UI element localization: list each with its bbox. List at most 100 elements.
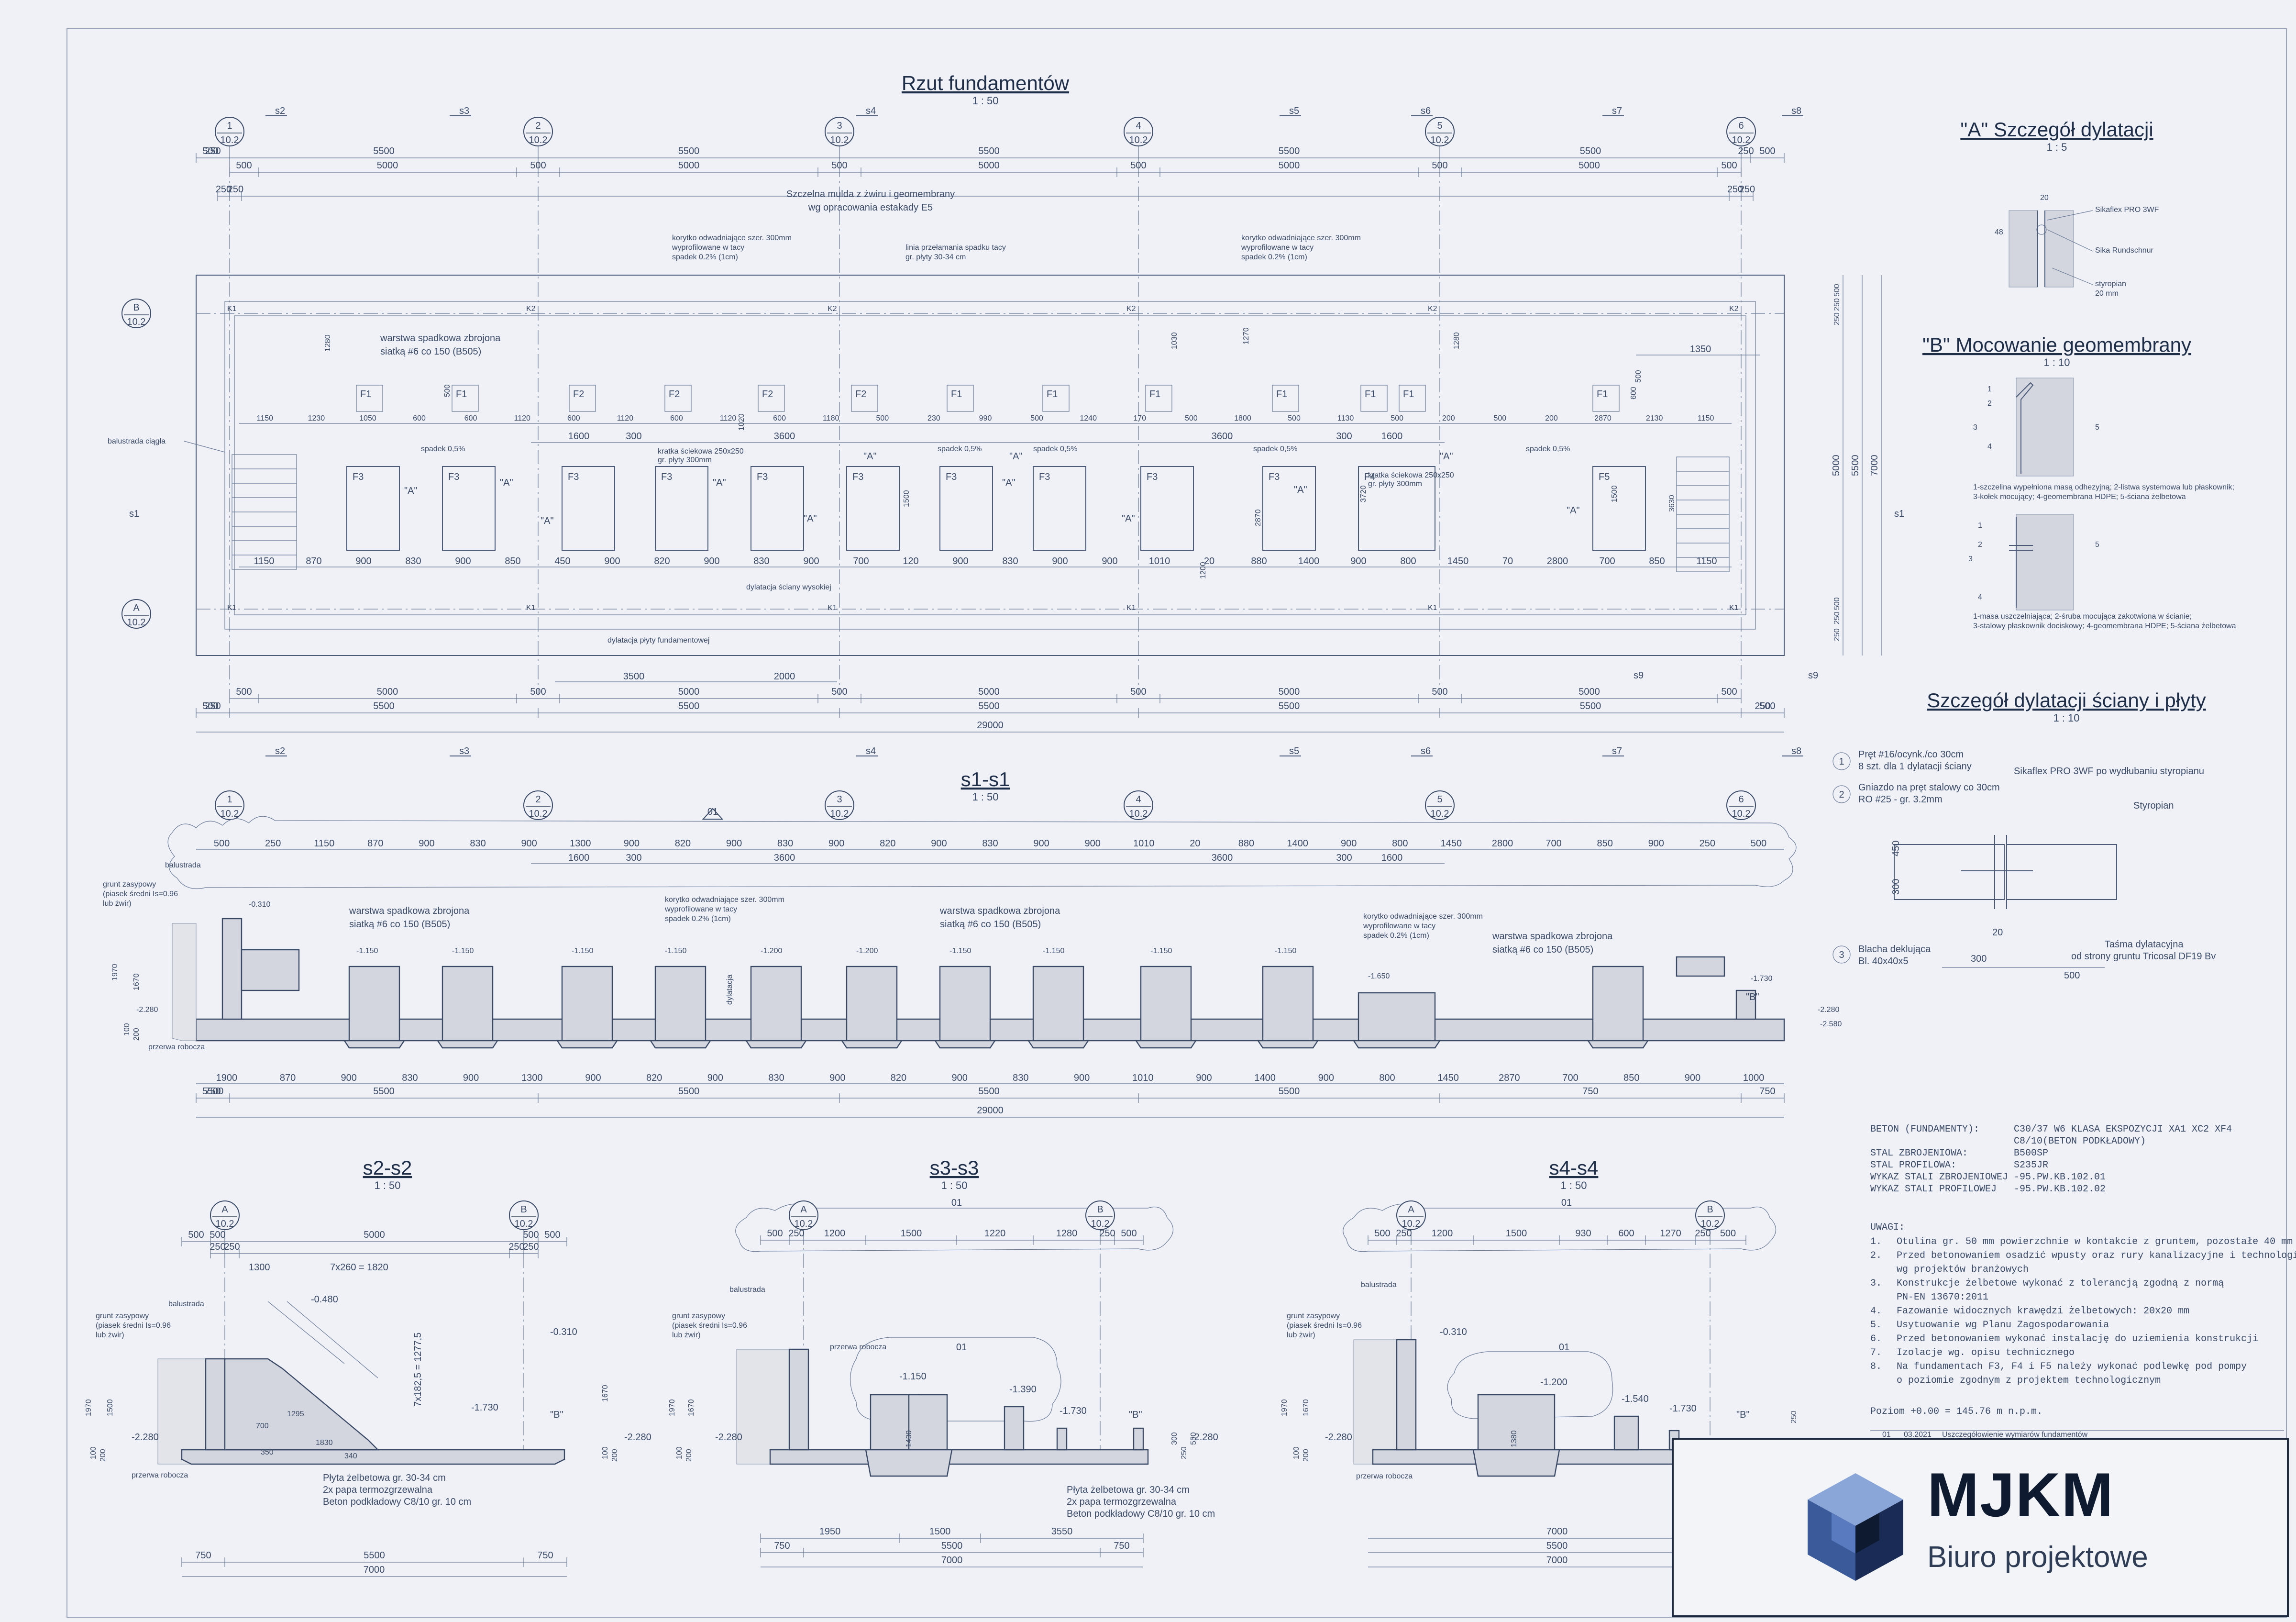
s1-dim-bottom2-label: 5500	[678, 1086, 700, 1097]
plan-section-mark-top-s4: s4	[866, 106, 876, 116]
spec-note-text: Na fundamentach F3, F4 i F5 należy wykon…	[1897, 1361, 2247, 1372]
plan-pad-f3	[1033, 466, 1086, 551]
plan-dim-top2-label: 500	[1721, 160, 1737, 171]
s4-level-mark: -0.310	[1440, 1327, 1467, 1337]
plan-dim-top2-label: 5000	[377, 160, 398, 171]
plan-dim-top3-label: 250	[1727, 184, 1743, 195]
s1-left-dim: 200	[132, 1028, 141, 1041]
s2-dim-bottom-label: 750	[195, 1550, 211, 1561]
s1-right-step	[1676, 956, 1725, 977]
plan-grid-bubble-2: 210.2	[523, 117, 553, 146]
detailB-num-4b: 4	[1978, 593, 1982, 601]
plan-right-dim-small: 500	[1833, 597, 1841, 610]
s2-dim-1300: 1300	[249, 1262, 270, 1273]
detailC-num-3: 3	[1839, 950, 1844, 960]
s2-level-mark: -2.280	[624, 1432, 651, 1443]
s1-grid-bubble-2: 210.2	[523, 790, 553, 820]
s1-dim-top: 900	[828, 838, 844, 849]
s1-dim-top: 900	[419, 838, 434, 849]
s1-dim-bottom2-first: 750	[205, 1086, 221, 1097]
plan-scale: 1 : 50	[972, 95, 998, 107]
plan-spadek-3: spadek 0,5%	[1033, 445, 1078, 453]
s1-grid-bubble-4-num: 4	[1136, 794, 1141, 805]
s2-left-dim: 200	[611, 1449, 619, 1462]
s2-left-wall	[205, 1358, 226, 1451]
s1-grid-bubble-1: 110.2	[215, 790, 244, 820]
s2-small-dim: 340	[344, 1452, 357, 1460]
plan-inner-dim2: 900	[1350, 556, 1366, 567]
detailC-dim-300: 300	[1891, 879, 1901, 895]
s3-dim-bottom2-label: 5500	[941, 1541, 963, 1551]
spec-note-text: o poziomie zgodnym z projektem technolog…	[1897, 1375, 2161, 1386]
s1-left-dim: 100	[123, 1023, 131, 1036]
plan-detail-A-marker: "A"	[541, 516, 554, 526]
plan-right-dim-5000: 5000	[1831, 455, 1842, 477]
s2-B: "B"	[550, 1410, 563, 1420]
s1-dim-top2: 3600	[1212, 853, 1233, 863]
plan-grid-bubble-A-ref: 10.2	[127, 617, 146, 628]
plan-pad-f3	[751, 466, 804, 551]
company-name: MJKM	[1927, 1460, 2114, 1530]
plan-pad-label: F3	[661, 472, 672, 482]
plan-pad-small-label: F1	[1403, 389, 1414, 400]
s1-level-mark: -1.150	[572, 947, 593, 955]
s3-dim-top-label: 1200	[824, 1228, 846, 1239]
plan-right-dim-7000: 7000	[1869, 455, 1880, 477]
s3-grunt-3: lub żwir)	[672, 1331, 701, 1339]
s2-stairs-dim: 7x260 = 1820	[330, 1262, 388, 1273]
s1-dim-top: 800	[1392, 838, 1408, 849]
s3-dim-top-label: 500	[767, 1228, 783, 1239]
detailC-right-4: od strony gruntu Tricosal DF19 Bv	[2071, 951, 2216, 962]
s3-tag-2: 01	[956, 1342, 967, 1353]
s1-grid-bubble-1-num: 1	[227, 794, 232, 805]
plan-spadek-5: spadek 0,5%	[1526, 445, 1570, 453]
plan-pad-label: F3	[448, 472, 459, 482]
plan-pad-small-f1	[1145, 385, 1172, 412]
plan-pad-f3	[442, 466, 496, 551]
plan-pad-small-label: F2	[573, 389, 584, 400]
s1-dim-bottom: 1400	[1254, 1073, 1276, 1083]
plan-dim-bot1-label: 5000	[1578, 687, 1600, 697]
s1-dim-bottom: 900	[1685, 1073, 1700, 1083]
plan-column-label: K2	[1428, 305, 1437, 313]
s4-B: "B"	[1736, 1410, 1750, 1420]
plan-pad-small-label: F1	[1149, 389, 1160, 400]
s2-dim-top2-label: 250	[523, 1242, 539, 1252]
s1-dim-top: 700	[1545, 838, 1561, 849]
plan-detail-A-marker: "A"	[804, 513, 817, 524]
s2-small-dim: 700	[256, 1422, 269, 1430]
plan-inner-dim1: 600	[670, 414, 683, 422]
s1-dim-top: 20	[1190, 838, 1200, 849]
plan-slab-outline	[196, 275, 1785, 656]
s1-dim-bottom: 1010	[1132, 1073, 1154, 1083]
detailC-dim-500: 500	[2064, 970, 2080, 981]
s2-base-slab	[181, 1449, 565, 1465]
s1-scale: 1 : 50	[972, 791, 998, 803]
plan-vertical-dim: 3720	[1359, 485, 1368, 502]
detailC-item2-2: RO #25 - gr. 3.2mm	[1858, 794, 1943, 805]
plan-korytko2-3: spadek 0.2% (1cm)	[1241, 253, 1307, 261]
s1-dim-bottom: 850	[1623, 1073, 1639, 1083]
plan-inner-dim1: 600	[413, 414, 426, 422]
plan-dim-top2-label: 5000	[978, 160, 1000, 171]
detailC-right-2: Styropian	[2133, 800, 2174, 811]
s1-dim-bottom: 900	[463, 1073, 479, 1083]
s1-pad-footing	[745, 1040, 807, 1049]
plan-column-label: K2	[1729, 305, 1739, 313]
s4-level-mark: -1.730	[1669, 1403, 1697, 1414]
company-subtitle: Biuro projektowe	[1927, 1541, 2148, 1574]
plan-kratka2-1: kratka ściekowa 250x250	[1368, 471, 1454, 479]
plan-title: Rzut fundamentów	[902, 72, 1070, 94]
s1-dim-bottom: 820	[891, 1073, 906, 1083]
plan-dim-top2-label: 500	[530, 160, 546, 171]
plan-dim-bot1-label: 5000	[377, 687, 398, 697]
s2-dim-top2-label: 250	[210, 1242, 225, 1252]
s1-dim-top: 900	[726, 838, 742, 849]
plan-inner-dim2: 450	[554, 556, 570, 567]
plan-pad-f3	[562, 466, 615, 551]
s1-pad-footing	[1257, 1040, 1319, 1049]
spec-value: S235JR	[2014, 1160, 2048, 1171]
plan-inner-dim2: 820	[654, 556, 670, 567]
s1-dim-top: 1450	[1441, 838, 1462, 849]
s2-layer-3: Beton podkładowy C8/10 gr. 10 cm	[323, 1497, 471, 1507]
